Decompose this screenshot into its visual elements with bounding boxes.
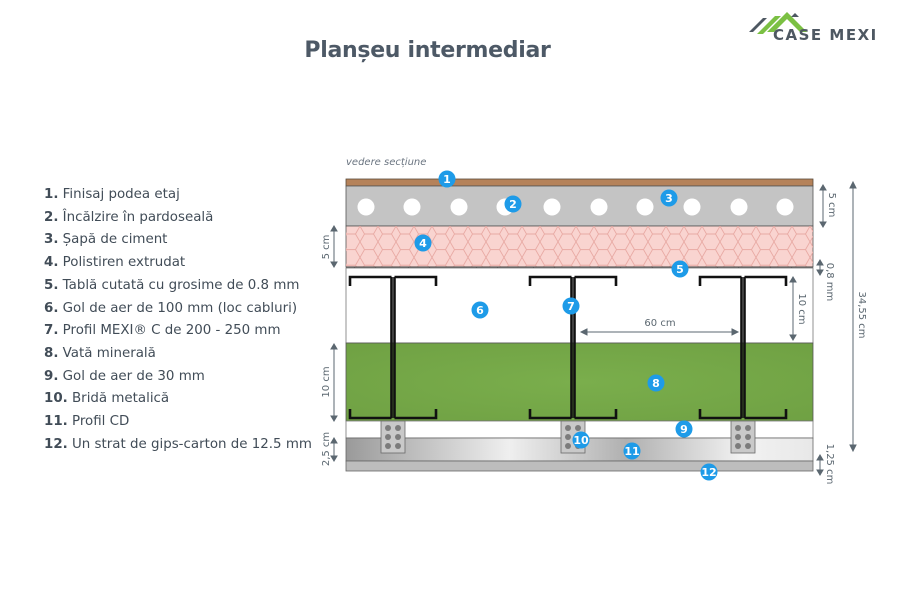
metal-bracket <box>380 420 406 454</box>
callout-badge-number: 5 <box>676 263 684 276</box>
dim-airgap-label: 10 cm <box>796 293 807 324</box>
heating-pipe <box>450 198 468 216</box>
heating-pipe <box>683 198 701 216</box>
page-title: Planșeu intermediar <box>304 38 551 63</box>
callout-badge: 12 <box>700 463 718 481</box>
legend-item: 5. Tablă cutată cu grosime de 0.8 mm <box>44 277 300 293</box>
callout-badge: 5 <box>671 260 689 278</box>
dim-gypsum-label: 1,25 cm <box>824 444 835 485</box>
callout-badge-number: 12 <box>701 466 716 479</box>
callout-badge: 7 <box>562 297 580 315</box>
dim-total-label: 34,55 cm <box>856 291 867 338</box>
callout-badge-number: 3 <box>665 192 673 205</box>
legend-item: 8. Vată minerală <box>44 345 156 361</box>
callout-badge-number: 1 <box>443 173 451 186</box>
section-view-label: vedere secțiune <box>346 157 427 168</box>
callout-badge-number: 9 <box>680 423 688 436</box>
callout-badge: 9 <box>675 420 693 438</box>
legend-item: 1. Finisaj podea etaj <box>44 187 180 202</box>
legend-item: 12. Un strat de gips-carton de 12.5 mm <box>44 436 312 452</box>
c-profile <box>698 275 788 420</box>
callout-badge: 6 <box>471 301 489 319</box>
callout-badge: 11 <box>623 442 641 460</box>
dim-cd-label: 2,5 cm <box>321 432 332 466</box>
callout-badge: 4 <box>414 234 432 252</box>
legend-item: 2. Încălzire în pardoseală <box>44 209 214 225</box>
legend-item: 6. Gol de aer de 100 mm (loc cabluri) <box>44 300 298 316</box>
callout-badge-number: 2 <box>509 198 517 211</box>
legend-item: 7. Profil MEXI® C de 200 - 250 mm <box>44 323 281 339</box>
heating-pipe <box>403 198 421 216</box>
dim-screed-label: 5 cm <box>826 193 837 218</box>
heating-pipe <box>776 198 794 216</box>
callout-badge: 8 <box>647 374 665 392</box>
dim-spacing-label: 60 cm <box>644 318 675 329</box>
legend-item: 10. Bridă metalică <box>44 391 170 407</box>
heating-pipe <box>590 198 608 216</box>
callout-badge: 1 <box>438 170 456 188</box>
callout-badge-number: 6 <box>476 304 484 317</box>
layer-air-gap <box>345 267 814 344</box>
c-profile <box>528 275 618 420</box>
dim-wool-label: 10 cm <box>321 366 332 397</box>
legend-item: 3. Șapă de ciment <box>44 232 168 248</box>
heating-pipe <box>543 198 561 216</box>
dimension-lines <box>330 180 857 476</box>
layer-finish <box>345 178 814 187</box>
house-roof-icon <box>749 12 807 34</box>
heating-pipe <box>357 198 375 216</box>
callout-badge-number: 8 <box>652 377 660 390</box>
legend-item: 11. Profil CD <box>44 414 130 430</box>
callout-badge: 3 <box>660 189 678 207</box>
c-profile <box>348 275 438 420</box>
dim-sheet-label: 0,8 mm <box>824 263 835 302</box>
brand-logo: CASE MEXI <box>745 8 895 48</box>
callout-badge-number: 4 <box>419 237 427 250</box>
legend-list: 1. Finisaj podea etaj 2. Încălzire în pa… <box>44 184 312 456</box>
callout-badge-number: 11 <box>624 445 639 458</box>
heating-pipe <box>730 198 748 216</box>
legend-item: 9. Gol de aer de 30 mm <box>44 368 205 384</box>
logo-text: CASE MEXI <box>773 26 878 44</box>
layer-mineral-wool <box>345 342 814 422</box>
heating-pipe <box>636 198 654 216</box>
metal-bracket <box>730 420 756 454</box>
callout-badge-number: 10 <box>573 434 589 447</box>
layer-gypsum <box>345 460 814 472</box>
c-profiles <box>348 275 788 420</box>
callout-badge: 10 <box>572 431 590 449</box>
legend-item: 4. Polistiren extrudat <box>44 255 186 271</box>
dim-polystyrene-label: 5 cm <box>321 235 332 260</box>
callout-badge-number: 7 <box>567 300 575 313</box>
callout-badge: 2 <box>504 195 522 213</box>
